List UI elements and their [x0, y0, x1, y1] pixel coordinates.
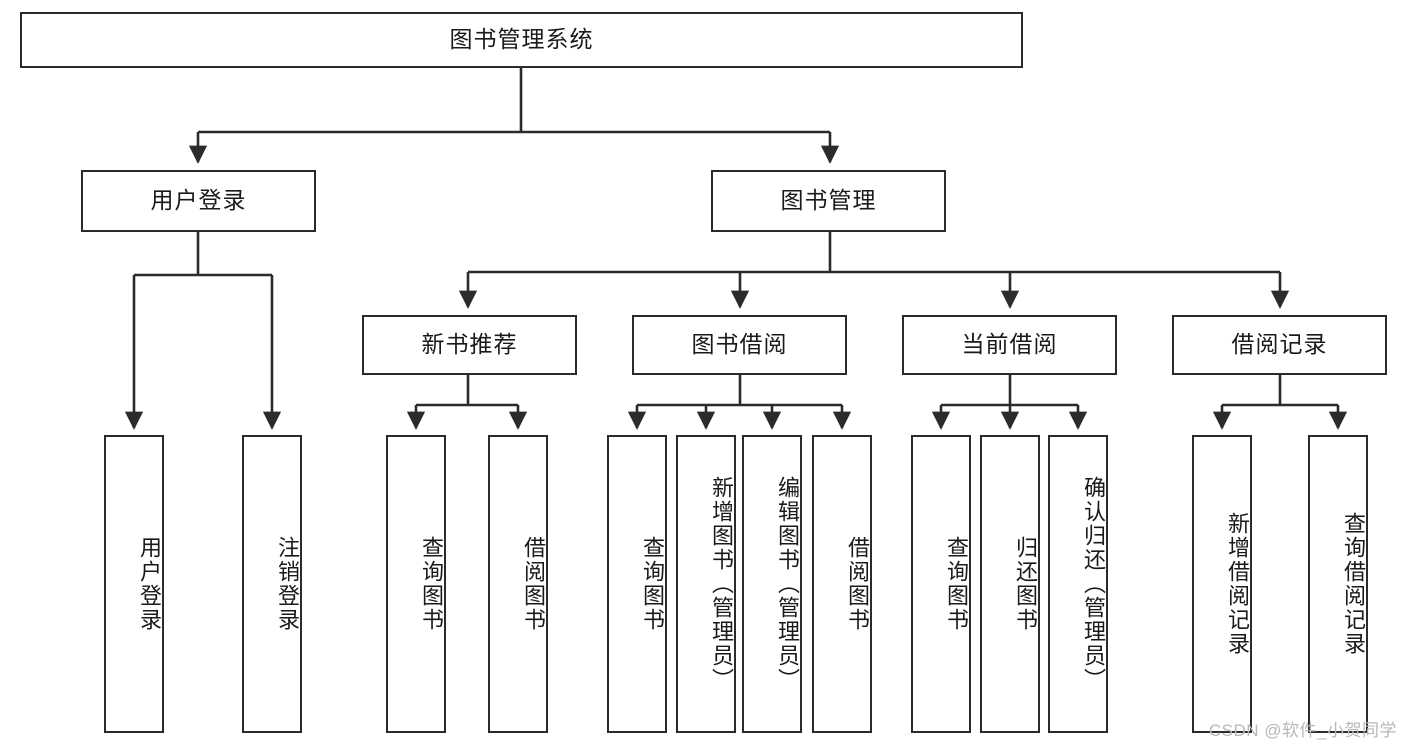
node-label: 新书推荐	[421, 331, 518, 358]
leaf-query-book-3[interactable]: 查询图书	[911, 435, 971, 733]
leaf-query-record[interactable]: 查询借阅记录	[1308, 435, 1368, 733]
node-label: 新增借阅记录	[1225, 512, 1250, 656]
leaf-user-login[interactable]: 用户登录	[104, 435, 164, 733]
node-root-book-management-system[interactable]: 图书管理系统	[20, 12, 1023, 68]
node-label: 编辑图书（管理员）	[775, 476, 800, 692]
node-label: 当前借阅	[961, 331, 1058, 358]
node-label: 确认归还（管理员）	[1081, 476, 1106, 692]
leaf-query-book-1[interactable]: 查询图书	[386, 435, 446, 733]
leaf-user-logout[interactable]: 注销登录	[242, 435, 302, 733]
leaf-add-book[interactable]: 新增图书（管理员）	[676, 435, 736, 733]
node-book-borrow[interactable]: 图书借阅	[632, 315, 847, 375]
node-label: 归还图书	[1013, 536, 1038, 632]
node-label: 图书管理	[780, 187, 877, 214]
node-label: 新增图书（管理员）	[709, 476, 734, 692]
leaf-return-book[interactable]: 归还图书	[980, 435, 1040, 733]
node-label: 用户登录	[137, 536, 162, 632]
node-label: 查询图书	[640, 536, 665, 632]
node-label: 借阅记录	[1231, 331, 1328, 358]
node-label: 借阅图书	[521, 536, 546, 632]
csdn-watermark: CSDN @软件_小贺同学	[1208, 721, 1397, 740]
leaf-edit-book[interactable]: 编辑图书（管理员）	[742, 435, 802, 733]
node-user-login[interactable]: 用户登录	[81, 170, 316, 232]
node-new-book-recommend[interactable]: 新书推荐	[362, 315, 577, 375]
node-current-borrow[interactable]: 当前借阅	[902, 315, 1117, 375]
leaf-confirm-return[interactable]: 确认归还（管理员）	[1048, 435, 1108, 733]
node-label: 注销登录	[275, 536, 300, 632]
leaf-borrow-book-2[interactable]: 借阅图书	[812, 435, 872, 733]
node-label: 借阅图书	[845, 536, 870, 632]
node-book-management[interactable]: 图书管理	[711, 170, 946, 232]
node-label: 查询图书	[419, 536, 444, 632]
leaf-borrow-book-1[interactable]: 借阅图书	[488, 435, 548, 733]
node-label: 用户登录	[150, 187, 247, 214]
node-label: 图书管理系统	[449, 26, 594, 53]
leaf-query-book-2[interactable]: 查询图书	[607, 435, 667, 733]
node-label: 图书借阅	[691, 331, 788, 358]
leaf-add-record[interactable]: 新增借阅记录	[1192, 435, 1252, 733]
node-label: 查询图书	[944, 536, 969, 632]
node-borrow-record[interactable]: 借阅记录	[1172, 315, 1387, 375]
node-label: 查询借阅记录	[1341, 512, 1366, 656]
